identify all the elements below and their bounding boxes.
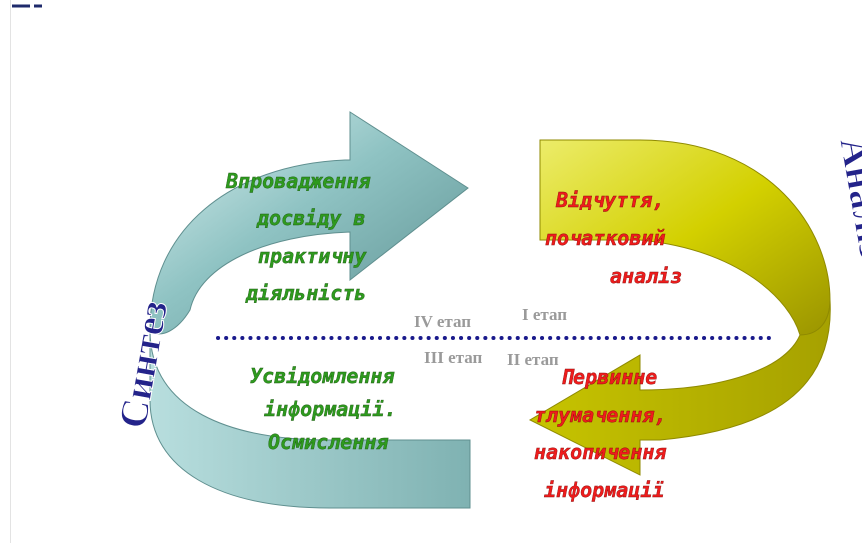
- block-bottom-right-line-1: Первинне: [561, 365, 657, 389]
- teal-arrow-upper: [149, 111, 469, 335]
- stage-1-label: I етап: [522, 305, 567, 324]
- block-bottom-right-line-2: тлумачення,: [534, 403, 666, 427]
- block-bottom-left-line-1: Усвідомлення: [250, 364, 395, 388]
- stage-4-label: IV етап: [414, 312, 471, 331]
- page-left-border: [10, 0, 11, 543]
- block-bottom-right: Первинне тлумачення, накопичення інформа…: [534, 365, 667, 502]
- block-bottom-right-line-4: інформації: [544, 478, 664, 502]
- block-top-right-line-3: аналіз: [610, 264, 682, 288]
- yellow-arrow-lower: [528, 299, 831, 476]
- stage-2-label: II етап: [507, 350, 559, 369]
- block-top-left-line-2: досвіду в: [256, 206, 365, 230]
- block-bottom-left-line-3: Осмислення: [268, 430, 388, 454]
- teal-arrow-lower: [149, 329, 471, 509]
- block-top-right-line-2: початковий: [545, 226, 665, 250]
- stage-3-label: III етап: [424, 348, 482, 367]
- block-top-left-line-4: діяльність: [245, 281, 366, 305]
- block-top-right-line-1: Відчуття,: [555, 188, 664, 212]
- block-top-left-line-3: практичну: [258, 244, 367, 268]
- block-top-left: Впровадження досвіду в практичну діяльні…: [225, 169, 371, 305]
- block-top-left-line-1: Впровадження: [225, 169, 371, 193]
- block-bottom-right-line-3: накопичення: [534, 440, 666, 464]
- block-bottom-left: Усвідомлення інформації. Осмислення: [250, 364, 397, 454]
- side-label-right: Аналіз: [831, 134, 862, 262]
- block-top-right: Відчуття, початковий аналіз: [545, 188, 683, 288]
- block-bottom-left-line-2: інформації.: [264, 397, 396, 421]
